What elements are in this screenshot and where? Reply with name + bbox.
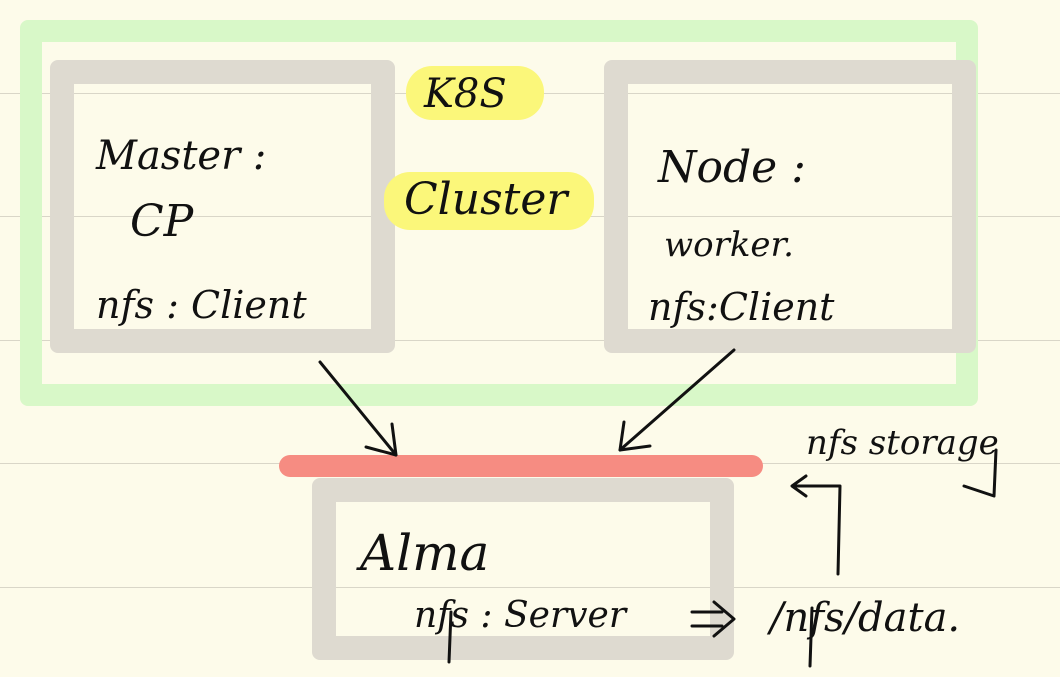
worker-arrowhead [618,420,652,452]
master-role: CP [130,196,194,247]
worker-role: worker. [664,225,794,265]
storage-pointer-arrowhead [790,474,808,498]
ruled-line [0,587,1060,588]
worker-nfs-role: nfs:Client [648,285,835,329]
worker-to-storage-arrow [618,348,736,452]
nfs-data-bar [808,606,814,668]
master-arrowhead [364,422,398,457]
storage-pointer-arrow [792,484,842,576]
storage-tail [962,448,998,498]
master-to-storage-arrow [318,360,398,457]
cluster-title-k8s: K8S [424,71,507,117]
alma-nfs-bar [447,610,453,664]
cluster-highlight [384,172,594,230]
ruled-line [0,340,1060,341]
master-label: Master : [96,133,267,179]
nfs-storage-label: nfs storage [806,423,999,463]
cluster-title-cluster: Cluster [404,174,568,225]
implies-arrow [690,600,736,638]
nfs-export-path: /nfs/data. [770,595,961,641]
nfs-storage-bar [279,455,763,477]
alma-label: Alma [360,524,490,582]
worker-node-box [604,60,976,353]
master-nfs-role: nfs : Client [96,283,307,327]
worker-label: Node : [658,142,807,193]
k8s-highlight [406,66,544,120]
